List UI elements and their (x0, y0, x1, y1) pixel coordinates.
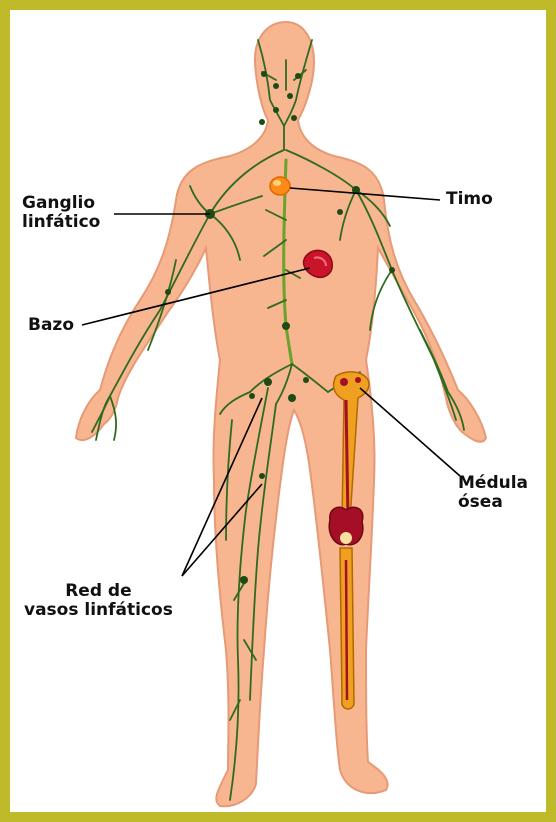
label-red-vasos-linfaticos: Red de vasos linfáticos (24, 582, 173, 620)
lymph-node (264, 378, 272, 386)
lymph-node (288, 394, 296, 402)
lymph-node (389, 267, 395, 273)
lymph-node (259, 119, 265, 125)
lymph-node (273, 83, 279, 89)
lymph-node (261, 71, 267, 77)
human-body (76, 22, 486, 806)
lymph-node (273, 107, 279, 113)
lymph-node (303, 377, 309, 383)
thymus (270, 177, 290, 195)
label-timo: Timo (446, 190, 493, 209)
lymph-node (287, 93, 293, 99)
lymph-node (295, 73, 301, 79)
lymph-node (291, 115, 297, 121)
body-silhouette (76, 22, 486, 806)
lymph-node (259, 473, 265, 479)
label-bazo: Bazo (28, 316, 74, 335)
lymph-node (165, 289, 171, 295)
label-medula-osea: Médula ósea (458, 474, 528, 512)
lymph-node (249, 393, 255, 399)
lymph-node (240, 576, 248, 584)
label-ganglio-linfatico: Ganglio linfático (22, 194, 100, 232)
lymph-node (282, 322, 290, 330)
lymph-node (337, 209, 343, 215)
